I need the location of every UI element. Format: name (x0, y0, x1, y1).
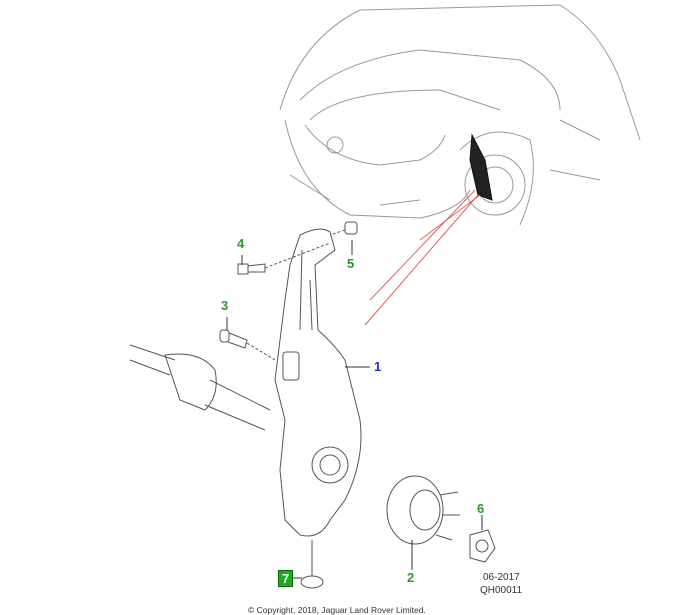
callout-leaders (226, 240, 483, 579)
knuckle-location-highlight (469, 133, 493, 201)
locator-line (419, 194, 481, 241)
callout-5[interactable]: 5 (347, 256, 355, 271)
callout-1[interactable]: 1 (374, 359, 382, 374)
callout-4[interactable]: 4 (237, 236, 245, 251)
nut-7 (300, 540, 324, 589)
locator-line (364, 194, 479, 326)
hub-nut (469, 529, 496, 563)
locator-line (369, 189, 476, 301)
callout-6[interactable]: 6 (477, 501, 485, 516)
callout-3[interactable]: 3 (221, 298, 229, 313)
bolt-4 (237, 242, 331, 275)
callout-7-highlighted[interactable]: 7 (278, 570, 294, 587)
callout-2[interactable]: 2 (407, 570, 415, 585)
bolt-3 (219, 329, 276, 361)
drive-shaft (129, 344, 271, 431)
steering-knuckle (274, 228, 362, 537)
nut-5 (329, 221, 358, 236)
illustration-code: QH00011 (480, 585, 523, 596)
copyright: © Copyright, 2018, Jaguar Land Rover Lim… (248, 605, 426, 615)
vehicle-illustration (279, 4, 641, 226)
wheel-hub-bearing (386, 475, 460, 545)
date-code: 06-2017 (483, 572, 520, 583)
